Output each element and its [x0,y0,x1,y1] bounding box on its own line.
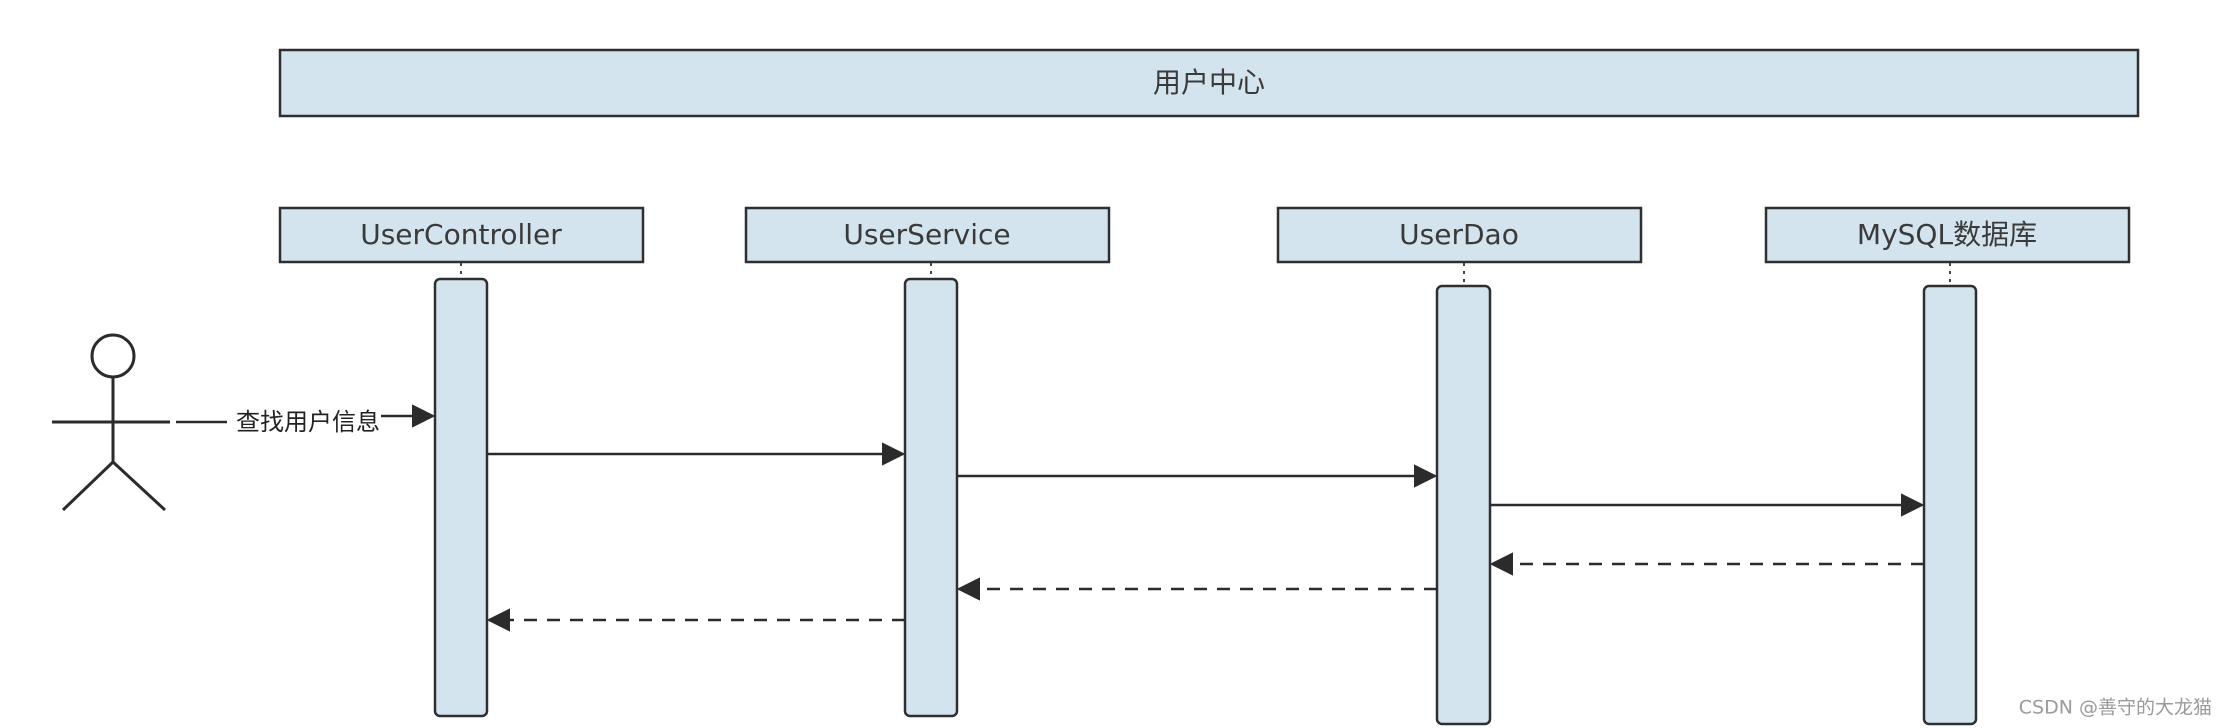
participant-label: UserService [843,218,1010,251]
user-actor-icon [52,333,170,512]
activation-bar-mysql [1922,284,1978,726]
message-label: 查找用户信息 [236,408,380,436]
participant-userdao: UserDao [1276,206,1643,264]
participant-label: MySQL数据库 [1857,218,2037,251]
activation-bar-userservice [903,277,959,718]
system-title-box: 用户中心 [278,48,2140,118]
participant-label: UserController [360,218,562,251]
activation-bar-usercontroller [433,277,489,718]
participant-label: UserDao [1399,218,1519,251]
system-title: 用户中心 [1153,66,1265,99]
participant-userservice: UserService [744,206,1111,264]
participant-mysql: MySQL数据库 [1764,206,2131,264]
participant-usercontroller: UserController [278,206,645,264]
watermark: CSDN @善守的大龙猫 [2019,697,2212,719]
activation-bar-userdao [1435,284,1492,726]
